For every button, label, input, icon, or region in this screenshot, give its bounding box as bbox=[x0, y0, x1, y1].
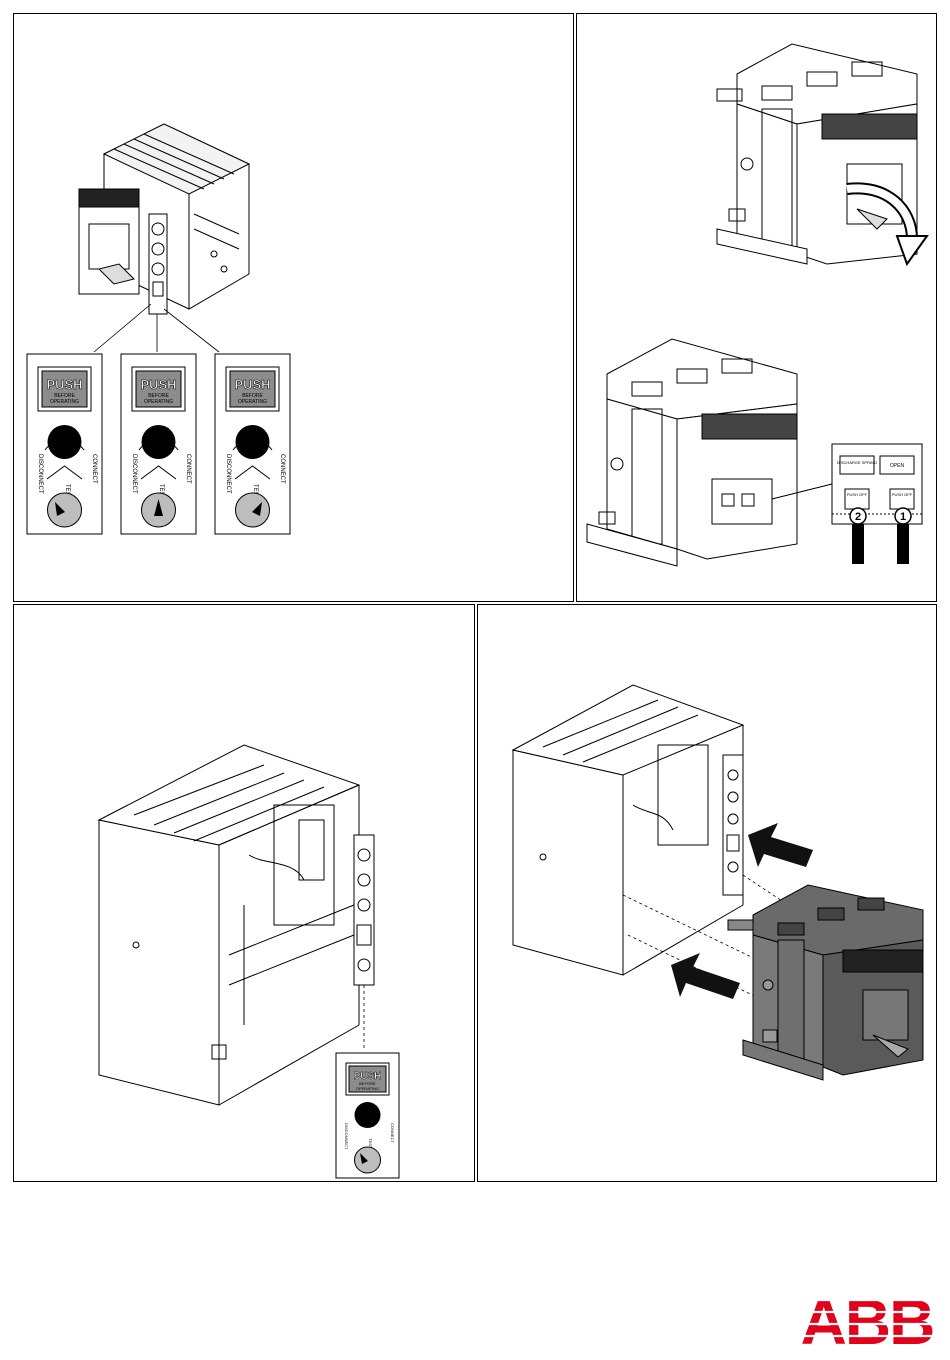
push-label: PUSH bbox=[140, 377, 176, 392]
connect-label: CONNECT bbox=[390, 1123, 395, 1143]
abb-logo: ABB bbox=[795, 1288, 940, 1350]
disconnect-label: DISCONNECT bbox=[131, 454, 137, 494]
operating-label: OPERATING bbox=[144, 399, 173, 405]
press-indicator-2 bbox=[852, 524, 864, 564]
press-indicator-1 bbox=[897, 524, 909, 564]
step-number-2: 2 bbox=[855, 511, 861, 523]
accessory-inset: DISCHARGE SPRING OPEN PUSH OFF PUSH OFF … bbox=[832, 444, 922, 564]
connect-label: CONNECT bbox=[279, 454, 285, 484]
disconnect-label: DISCONNECT bbox=[37, 454, 43, 494]
cradle-illustration bbox=[513, 685, 743, 975]
cradle-illustration bbox=[79, 124, 249, 314]
abb-logo-mark: ABB bbox=[795, 1288, 940, 1350]
operating-knob bbox=[142, 425, 176, 459]
push-label: PUSH bbox=[46, 377, 82, 392]
position-dial bbox=[48, 493, 82, 527]
disconnect-label: DISCONNECT bbox=[344, 1123, 349, 1150]
panel-position-indicators: PUSH BEFORE OPERATING DISCONNECT CONNECT… bbox=[13, 13, 574, 602]
panel2-drawing: DISCHARGE SPRING OPEN PUSH OFF PUSH OFF … bbox=[577, 14, 938, 603]
disconnect-label: DISCONNECT bbox=[225, 454, 231, 494]
panel-cradle-disconnect: PUSH BEFORE OPERATING DISCONNECT CONNECT… bbox=[13, 604, 475, 1182]
breaker-front-cover-illustration bbox=[717, 44, 917, 264]
open-label: OPEN bbox=[890, 463, 905, 469]
connect-label: CONNECT bbox=[91, 454, 97, 484]
abb-logo-text: ABB bbox=[801, 1288, 934, 1350]
position-indicator: PUSH BEFORE OPERATING DISCONNECT CONNECT… bbox=[336, 1053, 399, 1178]
panel-open-breaker: DISCHARGE SPRING OPEN PUSH OFF PUSH OFF … bbox=[576, 13, 937, 602]
push-off-label: PUSH OFF bbox=[847, 492, 868, 497]
push-label: PUSH bbox=[234, 377, 270, 392]
discharge-spring-button bbox=[840, 456, 874, 474]
position-dial bbox=[355, 1147, 381, 1173]
operating-knob bbox=[355, 1102, 381, 1128]
position-indicator-connect: PUSH BEFORE OPERATING DISCONNECT CONNECT… bbox=[215, 354, 290, 534]
panel1-drawing: PUSH BEFORE OPERATING DISCONNECT CONNECT… bbox=[14, 14, 575, 603]
operating-label: OPERATING bbox=[356, 1086, 379, 1091]
panel4-drawing bbox=[478, 605, 938, 1183]
operating-label: OPERATING bbox=[238, 399, 267, 405]
position-indicator-test: PUSH BEFORE OPERATING DISCONNECT CONNECT… bbox=[121, 354, 196, 534]
connect-label: CONNECT bbox=[185, 454, 191, 484]
push-off-label: PUSH OFF bbox=[892, 492, 913, 497]
breaker-illustration bbox=[728, 885, 923, 1080]
operating-label: OPERATING bbox=[50, 399, 79, 405]
operating-knob bbox=[236, 425, 270, 459]
breaker-accessory-view-illustration bbox=[587, 339, 832, 566]
step-number-1: 1 bbox=[900, 511, 906, 523]
panel-insert-breaker bbox=[477, 604, 937, 1182]
operating-knob bbox=[48, 425, 82, 459]
panel3-drawing: PUSH BEFORE OPERATING DISCONNECT CONNECT… bbox=[14, 605, 476, 1183]
discharge-spring-label: DISCHARGE SPRING bbox=[837, 460, 877, 465]
position-indicator-disconnect: PUSH BEFORE OPERATING DISCONNECT CONNECT… bbox=[27, 354, 102, 534]
empty-cradle-illustration bbox=[99, 745, 374, 1105]
position-dial bbox=[236, 493, 270, 527]
